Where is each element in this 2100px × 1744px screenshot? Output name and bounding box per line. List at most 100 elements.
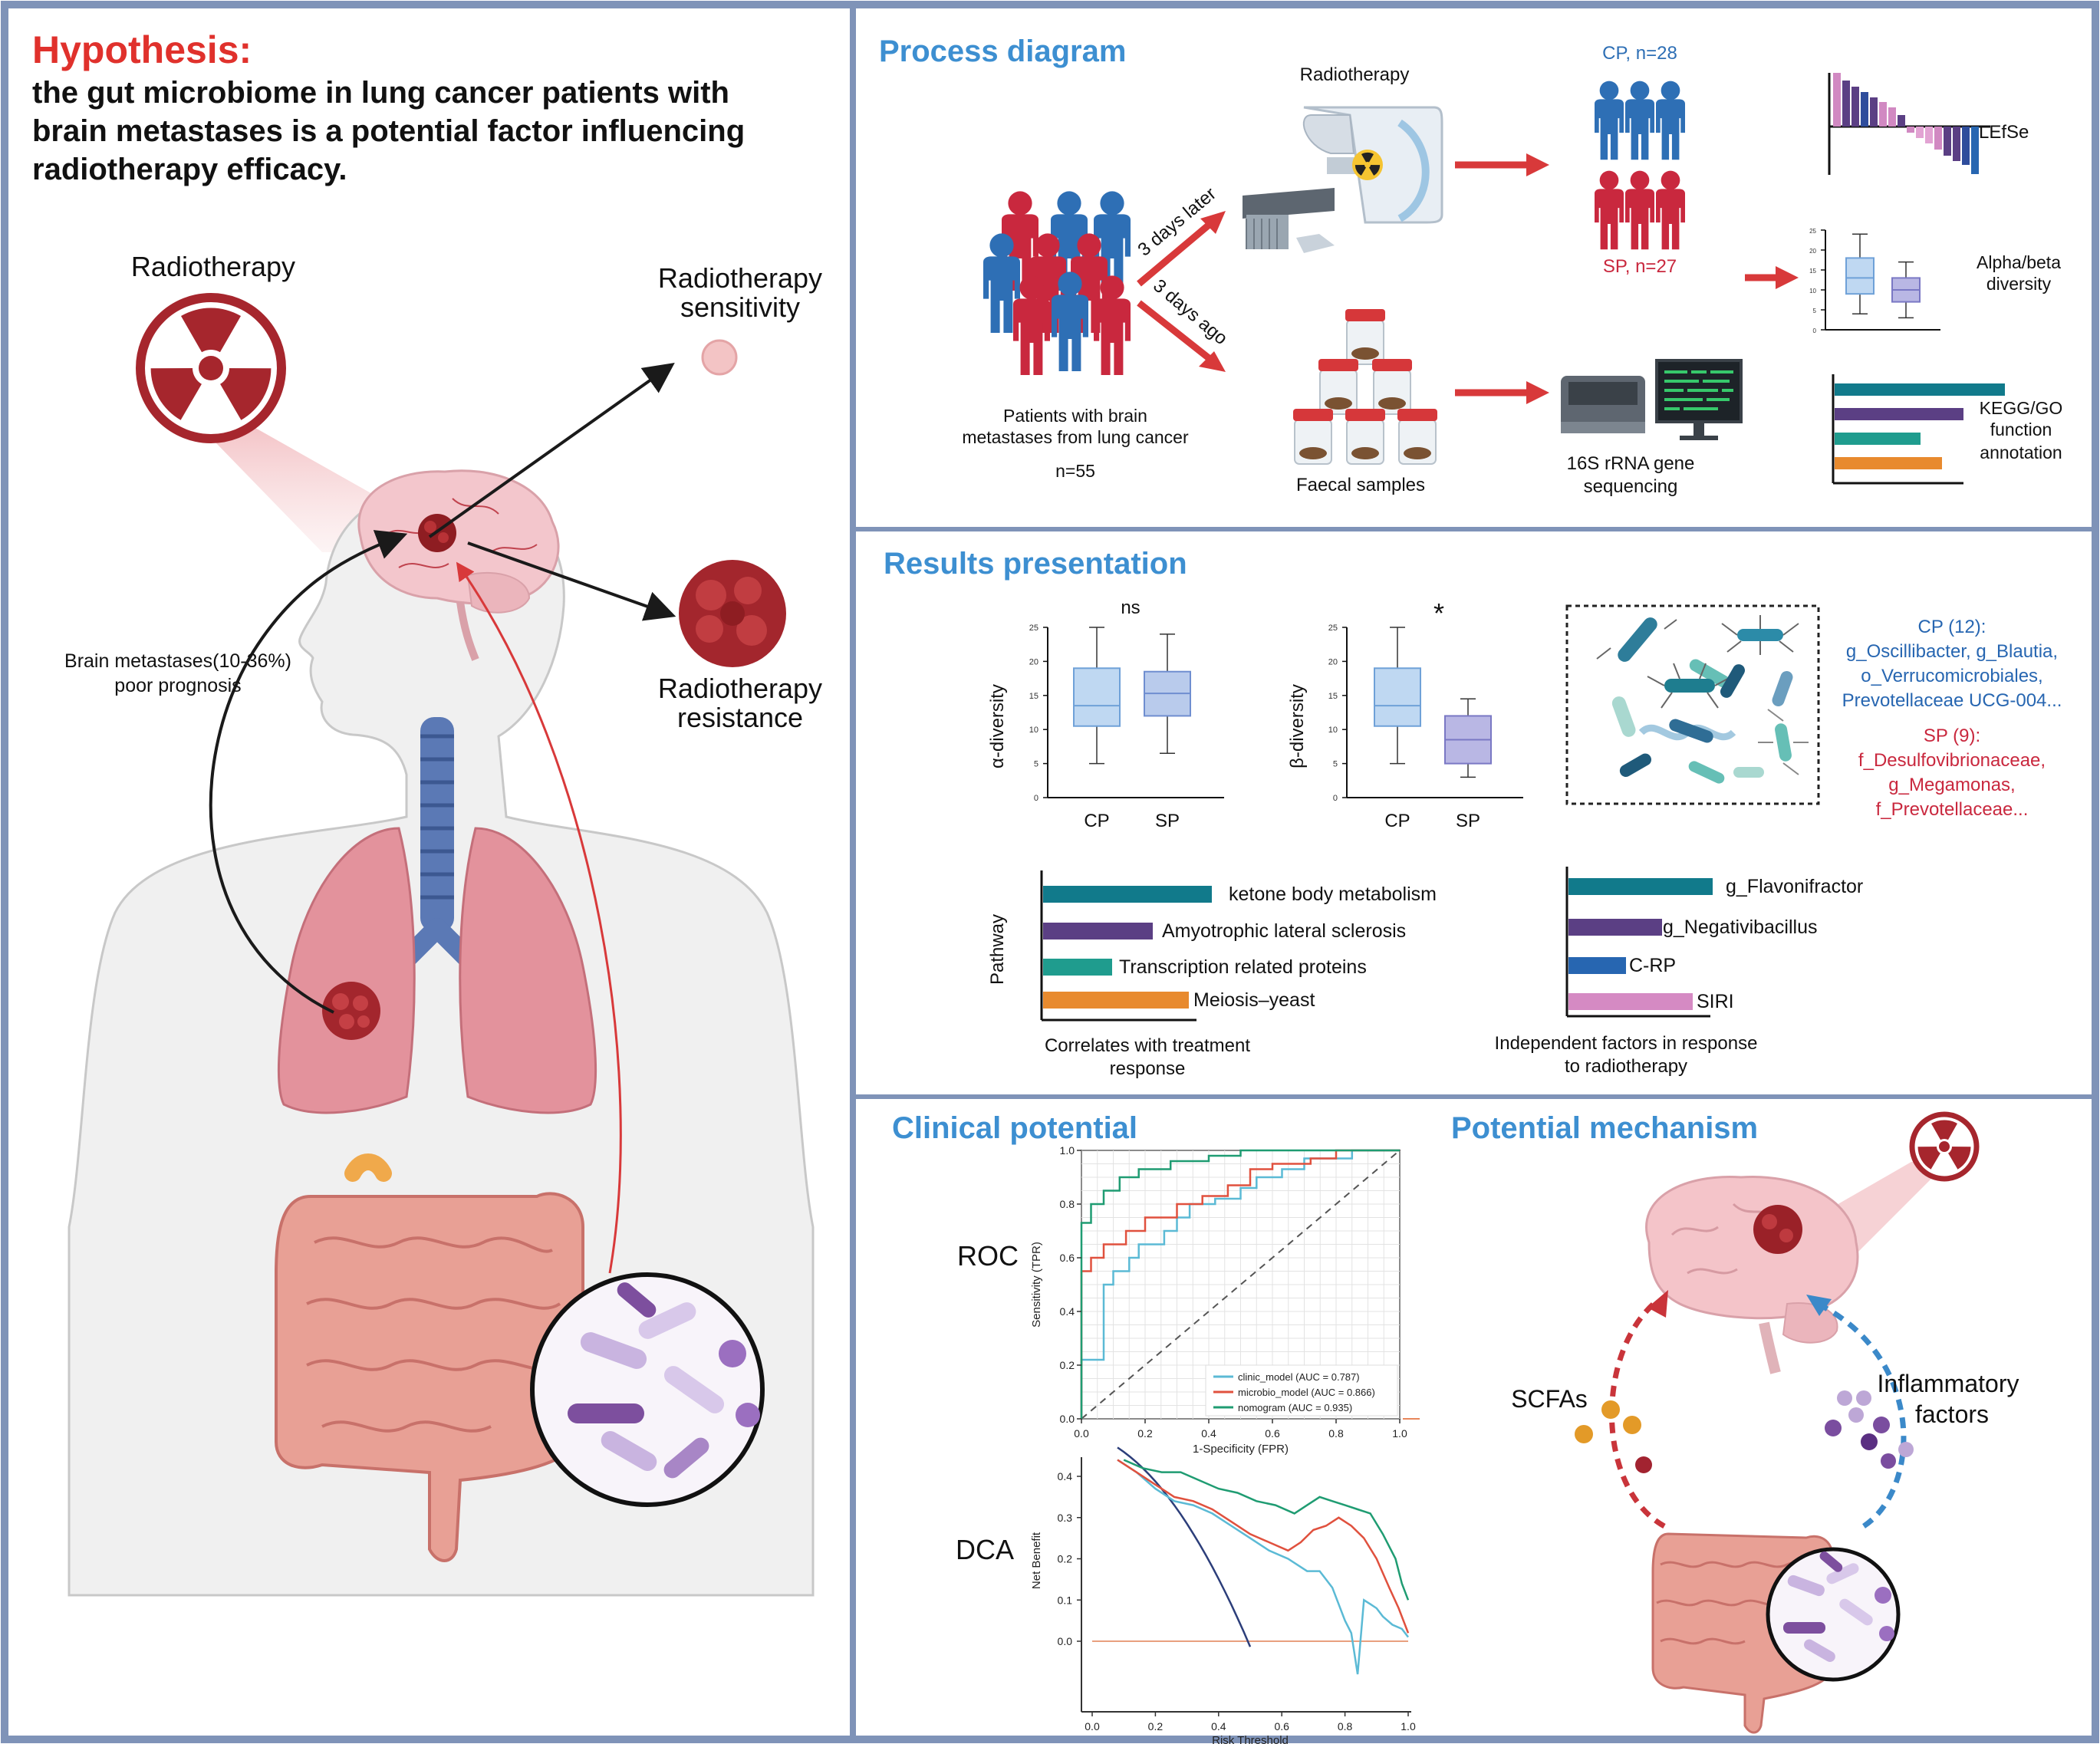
lefse-up-bar-1	[1833, 73, 1841, 127]
roc-x-tick-label: 0.4	[1201, 1427, 1216, 1440]
patient-icon-6-head	[1077, 233, 1101, 258]
patients-group	[983, 191, 1131, 375]
patients-label-2: metastases from lung cancer	[962, 427, 1189, 447]
arrow-lung-to-brain	[209, 530, 408, 1014]
factor-bar-4	[1568, 993, 1693, 1010]
patient-icon-3-head	[1100, 191, 1124, 216]
box-category-label: CP	[1384, 811, 1410, 831]
sp-person-icon-1-head	[1599, 170, 1619, 190]
pathway-bar-3	[1043, 959, 1112, 976]
roc-y-tick-label: 0.6	[1060, 1252, 1075, 1264]
lefse-down-bar-7	[1962, 127, 1970, 165]
roc-y-axis-label: Sensitivity (TPR)	[1030, 1242, 1043, 1328]
cp-person-icon-1-body	[1595, 99, 1624, 160]
y-tick-label: 10	[1328, 726, 1338, 735]
lefse-down-bar-2	[1916, 127, 1924, 138]
faecal-jar-2	[1318, 359, 1358, 415]
jar-lid	[1293, 409, 1333, 421]
jar-sample	[1351, 447, 1379, 459]
y-tick-label: 10	[1029, 726, 1038, 735]
roc-legend-label-2: microbio_model (AUC = 0.866)	[1238, 1387, 1375, 1398]
mechanism-brain	[1645, 1175, 1859, 1374]
patient-icon-7-body	[1013, 298, 1050, 375]
kegg-mini-bar-1	[1835, 383, 2005, 396]
box-iqr	[1845, 257, 1875, 295]
factor-bar-label-1: g_Flavonifractor	[1726, 876, 1863, 897]
hypothesis-line-2: brain metastases is a potential factor i…	[32, 114, 745, 148]
jar-sample	[1378, 397, 1406, 410]
jar-sample	[1404, 447, 1431, 459]
hypothesis-label: Hypothesis	[32, 28, 239, 71]
arrow-3-days-ago: 3 days ago	[1137, 275, 1231, 372]
cp-person-icon-1-head	[1599, 81, 1619, 100]
alpha-diversity-ylabel: α-diversity	[987, 684, 1008, 768]
patient-icon-9-head	[1100, 275, 1124, 300]
lefse-up-bar-5	[1870, 97, 1878, 127]
patient-icon-8	[1052, 271, 1088, 371]
label-3-days-ago: 3 days ago	[1149, 275, 1231, 349]
box-iqr	[1374, 667, 1421, 727]
cp-person-icon-1	[1595, 81, 1624, 160]
y-tick-label: 15	[1809, 268, 1816, 275]
dca-y-tick-label: 0.3	[1058, 1512, 1073, 1524]
beta-diversity-ylabel: β-diversity	[1287, 684, 1308, 768]
faecal-jar-6	[1397, 409, 1437, 465]
arrow-gut-to-brain	[456, 561, 622, 1274]
sensitivity-label-2: sensitivity	[680, 291, 800, 323]
sp-person-icon-1	[1595, 170, 1624, 250]
y-tick-label: 0	[1034, 794, 1038, 803]
cp-people	[1595, 81, 1685, 160]
alpha-label-2: diversity	[1986, 274, 2052, 294]
y-tick-label: 20	[1029, 657, 1038, 666]
roc-legend-label-3: nomogram (AUC = 0.935)	[1238, 1402, 1352, 1413]
dca-y-tick-label: 0.0	[1058, 1635, 1073, 1647]
radiotherapy-label: Radiotherapy	[131, 251, 295, 282]
sp-person-icon-3-body	[1656, 189, 1685, 250]
dca-label: DCA	[956, 1534, 1014, 1565]
jar-sample	[1299, 447, 1327, 459]
inflammatory-label-2: factors	[1915, 1400, 1989, 1428]
brain-mets-label-1: Brain metastases(10-36%)	[64, 650, 291, 672]
roc-x-tick-label: 0.0	[1074, 1427, 1089, 1440]
factor-bar-1	[1568, 878, 1713, 895]
arrow-3-days-later: 3 days later	[1134, 183, 1226, 287]
roc-label: ROC	[957, 1240, 1019, 1272]
alpha-ns-label: ns	[1121, 597, 1140, 618]
arrow-to-groups	[1455, 153, 1549, 176]
jar-lid	[1345, 409, 1385, 421]
sp-taxa-line-2: g_Megamonas,	[1888, 775, 2015, 795]
dca-x-tick-label: 0.2	[1148, 1720, 1164, 1732]
patients-n: n=55	[1055, 461, 1095, 481]
lefse-up-bar-8	[1898, 115, 1905, 127]
dca-x-tick-label: 0.4	[1211, 1720, 1226, 1732]
lung-tumor	[322, 982, 380, 1040]
jar-sample	[1325, 397, 1352, 410]
factor-bar-label-2: g_Negativibacillus	[1663, 916, 1818, 938]
sequencer-icon	[1561, 359, 1743, 440]
cp-person-icon-2-head	[1630, 81, 1650, 100]
sp-person-icon-1-body	[1595, 189, 1624, 250]
roc-x-axis-label: 1-Specificity (FPR)	[1193, 1443, 1289, 1456]
factor-caption-2: to radiotherapy	[1565, 1056, 1687, 1077]
y-tick-label: 0	[1333, 794, 1338, 803]
scfa-molecules	[1575, 1400, 1652, 1473]
roc-legend-label-1: clinic_model (AUC = 0.787)	[1238, 1371, 1360, 1383]
kegg-label-1: KEGG/GO	[1980, 398, 2063, 418]
sp-person-icon-3	[1656, 170, 1685, 250]
scfa-dashed-arrow	[1609, 1298, 1666, 1529]
mechanism-radiation-icon	[1909, 1111, 1980, 1182]
microbiome-magnifier	[530, 1272, 765, 1507]
kegg-mini-chart	[1832, 374, 2005, 485]
pathway-caption-2: response	[1110, 1058, 1186, 1079]
factor-caption-1: Independent factors in response	[1495, 1033, 1758, 1054]
faecal-jar-4	[1293, 409, 1333, 465]
lungs	[277, 827, 597, 1114]
roc-x-tick-label: 0.2	[1137, 1427, 1153, 1440]
cp-count: CP, n=28	[1602, 43, 1677, 64]
factor-bar-label-4: SIRI	[1697, 991, 1734, 1012]
roc-x-tick-label: 0.8	[1328, 1427, 1344, 1440]
